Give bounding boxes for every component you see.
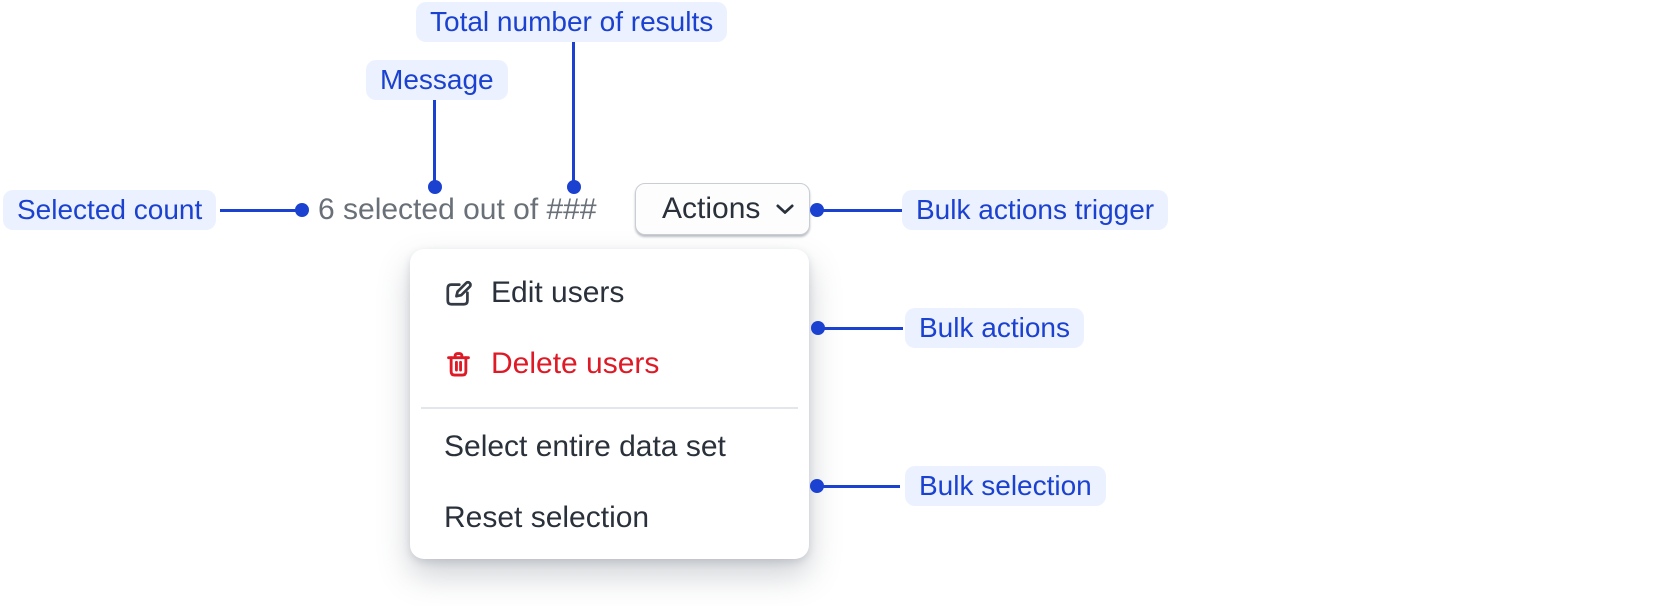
annotation-label-total-results: Total number of results (416, 2, 728, 42)
menu-divider (421, 407, 798, 409)
menu-item-edit-users[interactable]: Edit users (410, 262, 809, 324)
annotation-label-selected-count: Selected count (3, 190, 217, 230)
annotation-label-bulk-selection: Bulk selection (905, 466, 1106, 506)
connector-line-bulk-selection (822, 485, 900, 488)
menu-item-delete-users[interactable]: Delete users (410, 333, 809, 395)
menu-item-label: Reset selection (444, 501, 650, 534)
annotation-label-message: Message (366, 60, 508, 100)
connector-line-total-results (572, 42, 575, 182)
connector-line-selected-count (220, 209, 300, 212)
menu-item-label: Edit users (491, 276, 625, 309)
menu-item-select-entire-data-set[interactable]: Select entire data set (410, 416, 809, 478)
actions-button-label: Actions (662, 192, 761, 225)
menu-item-label: Delete users (491, 347, 660, 380)
menu-item-reset-selection[interactable]: Reset selection (410, 487, 809, 549)
connector-dot-selected-count (295, 203, 309, 217)
connector-line-message (433, 100, 436, 182)
bulk-actions-menu: Edit users Delete users Select entire da… (410, 249, 809, 559)
connector-dot-total-results (567, 180, 581, 194)
trash-icon (447, 351, 470, 377)
edit-icon (446, 280, 472, 306)
connector-dot-bulk-selection (810, 479, 824, 493)
connector-dot-bulk-actions (811, 321, 825, 335)
connector-dot-bulk-actions-trigger (810, 203, 824, 217)
chevron-down-icon (776, 204, 794, 214)
connector-line-bulk-actions-trigger (822, 209, 902, 212)
connector-dot-message (428, 180, 442, 194)
selection-status-message: 6 selected out of ### (318, 193, 597, 226)
annotation-label-bulk-actions-trigger: Bulk actions trigger (902, 190, 1169, 230)
menu-item-label: Select entire data set (444, 430, 726, 463)
bulk-actions-trigger-button[interactable]: Actions (635, 183, 810, 235)
connector-line-bulk-actions (823, 327, 903, 330)
annotation-label-bulk-actions: Bulk actions (905, 308, 1084, 348)
